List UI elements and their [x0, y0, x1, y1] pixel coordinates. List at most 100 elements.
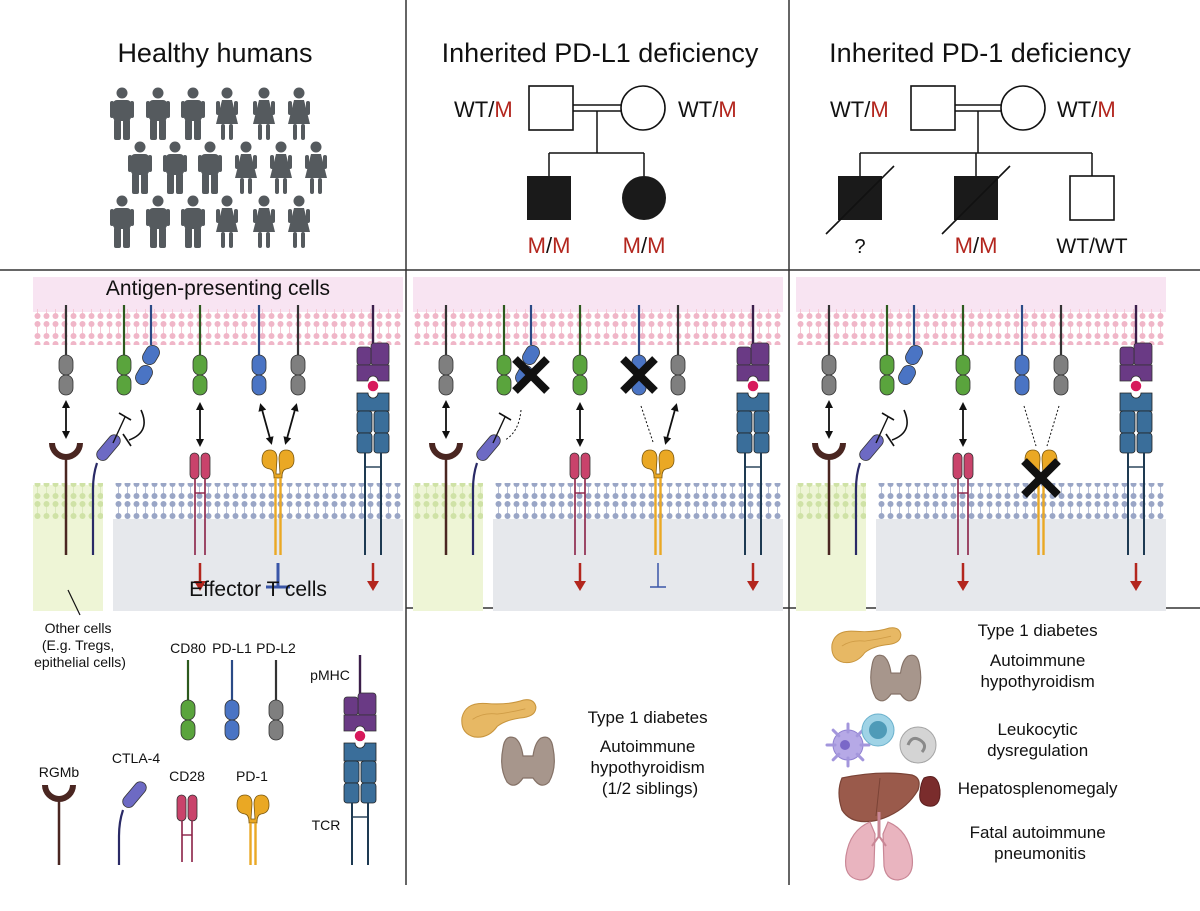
rgmb-molecule: [812, 443, 846, 555]
cd28-molecule: [189, 452, 211, 555]
membrane-scene-healthy: [33, 277, 403, 611]
pdl2-molecule: [58, 354, 74, 396]
person-male-icon: [146, 87, 170, 140]
rgmb-molecule: [49, 443, 83, 555]
pdl1-molecule: [1014, 354, 1030, 396]
cd80-molecule: [879, 354, 895, 396]
spleen-icon: [919, 776, 941, 807]
effector-label: Effector T cells: [189, 578, 327, 601]
pdl2-molecule: [821, 354, 837, 396]
membrane-scene-pdl1: [413, 277, 783, 611]
effector-band: [113, 519, 403, 611]
interaction-arrow: [258, 403, 274, 445]
apc-membrane: [413, 309, 783, 345]
legend-pdl1: PD-L1: [212, 640, 252, 656]
apc-membrane: [33, 309, 403, 345]
blocked-x-icon: [1021, 458, 1061, 498]
person-female-icon: [270, 141, 292, 194]
phenotypes-pd1: Type 1 diabetes Autoimmune hypothyroidis…: [958, 621, 1122, 863]
effector-band: [493, 519, 783, 611]
cd80-molecule: [116, 354, 132, 396]
legend-pdl1-molecule: [224, 699, 240, 741]
genotype-son1-pd1: ?: [854, 236, 865, 258]
genotype-father-pdl1: WT/M: [454, 97, 513, 122]
healthy-crowd: [110, 87, 327, 248]
thyroid-icon: [501, 736, 555, 786]
apc-band: [413, 277, 783, 312]
person-male-icon: [146, 195, 170, 248]
blocked-x-icon: [620, 356, 658, 394]
legend-pdl2-molecule: [268, 699, 284, 741]
person-male-icon: [181, 87, 205, 140]
lungs-icon: [844, 812, 914, 881]
leukocyte-icons: [825, 713, 937, 768]
pedigree-pdl1: [527, 85, 666, 220]
genotype-daughter-pdl1: M/M: [623, 233, 666, 258]
pdl1-molecule: [251, 354, 267, 396]
apc-band: [796, 277, 1166, 312]
interaction-arrow: [663, 403, 679, 445]
cd28-molecule: [952, 452, 974, 555]
pedigree-deceased-son-1: [838, 176, 882, 220]
person-male-icon: [198, 141, 222, 194]
cd80-molecule: [496, 354, 512, 396]
effector-membrane: [876, 483, 1166, 519]
cd28-molecule: [569, 452, 591, 555]
title-pd1: Inherited PD-1 deficiency: [829, 38, 1131, 68]
legend-pd1: PD-1: [236, 768, 268, 784]
pedigree-pd1: [825, 85, 1115, 235]
person-female-icon: [253, 87, 275, 140]
membrane-scene-pd1: [796, 277, 1166, 611]
effector-membrane: [113, 483, 403, 519]
title-healthy: Healthy humans: [117, 38, 312, 68]
pedigree-unaffected-son: [1069, 175, 1115, 221]
person-male-icon: [181, 195, 205, 248]
person-female-icon: [288, 87, 310, 140]
legend-rgmb: RGMb: [39, 764, 80, 780]
interaction-arrow: [283, 403, 299, 445]
cd28-molecule: [176, 794, 198, 862]
pdl2-molecule: [670, 354, 686, 396]
other-cell-membrane: [796, 483, 866, 519]
pancreas-icon: [831, 627, 902, 664]
title-pdl1: Inherited PD-L1 deficiency: [442, 38, 759, 68]
rgmb-molecule: [42, 785, 76, 865]
pedigree-affected-son: [527, 176, 571, 220]
person-male-icon: [110, 195, 134, 248]
thyroid-icon: [870, 654, 922, 702]
cd80-molecule: [192, 354, 208, 396]
liver-icon: [838, 772, 920, 823]
molecule-legend: [42, 655, 377, 865]
pd1-molecule: [261, 449, 295, 555]
genotype-son-pdl1: M/M: [528, 233, 571, 258]
genotype-father-pd1: WT/M: [830, 97, 889, 122]
cd80-molecule: [572, 354, 588, 396]
pmhc-tcr-complex: [343, 655, 377, 865]
person-female-icon: [216, 87, 238, 140]
legend-tcr: TCR: [312, 817, 341, 833]
person-male-icon: [110, 87, 134, 140]
pd1-molecule: [236, 794, 270, 865]
other-cells-label: Other cells (E.g. Tregs, epithelial cell…: [34, 620, 126, 670]
person-male-icon: [163, 141, 187, 194]
genotype-son2-pd1: M/M: [955, 233, 998, 258]
pdl2-molecule: [1053, 354, 1069, 396]
effector-band: [876, 519, 1166, 611]
person-male-icon: [128, 141, 152, 194]
pedigree-father: [528, 85, 574, 131]
pdl1-cis-molecule: [898, 345, 923, 385]
rgmb-molecule: [429, 443, 463, 555]
apc-membrane: [796, 309, 1166, 345]
legend-cd80: CD80: [170, 640, 206, 656]
genotype-mother-pdl1: WT/M: [678, 97, 737, 122]
person-female-icon: [288, 195, 310, 248]
other-cell-membrane: [413, 483, 483, 519]
organ-icons: [461, 627, 941, 881]
other-cell-membrane: [33, 483, 103, 519]
legend-cd80-molecule: [180, 699, 196, 741]
ctla4-molecule: [117, 781, 147, 865]
legend-cd28: CD28: [169, 768, 205, 784]
pedigree-mother: [620, 85, 666, 131]
